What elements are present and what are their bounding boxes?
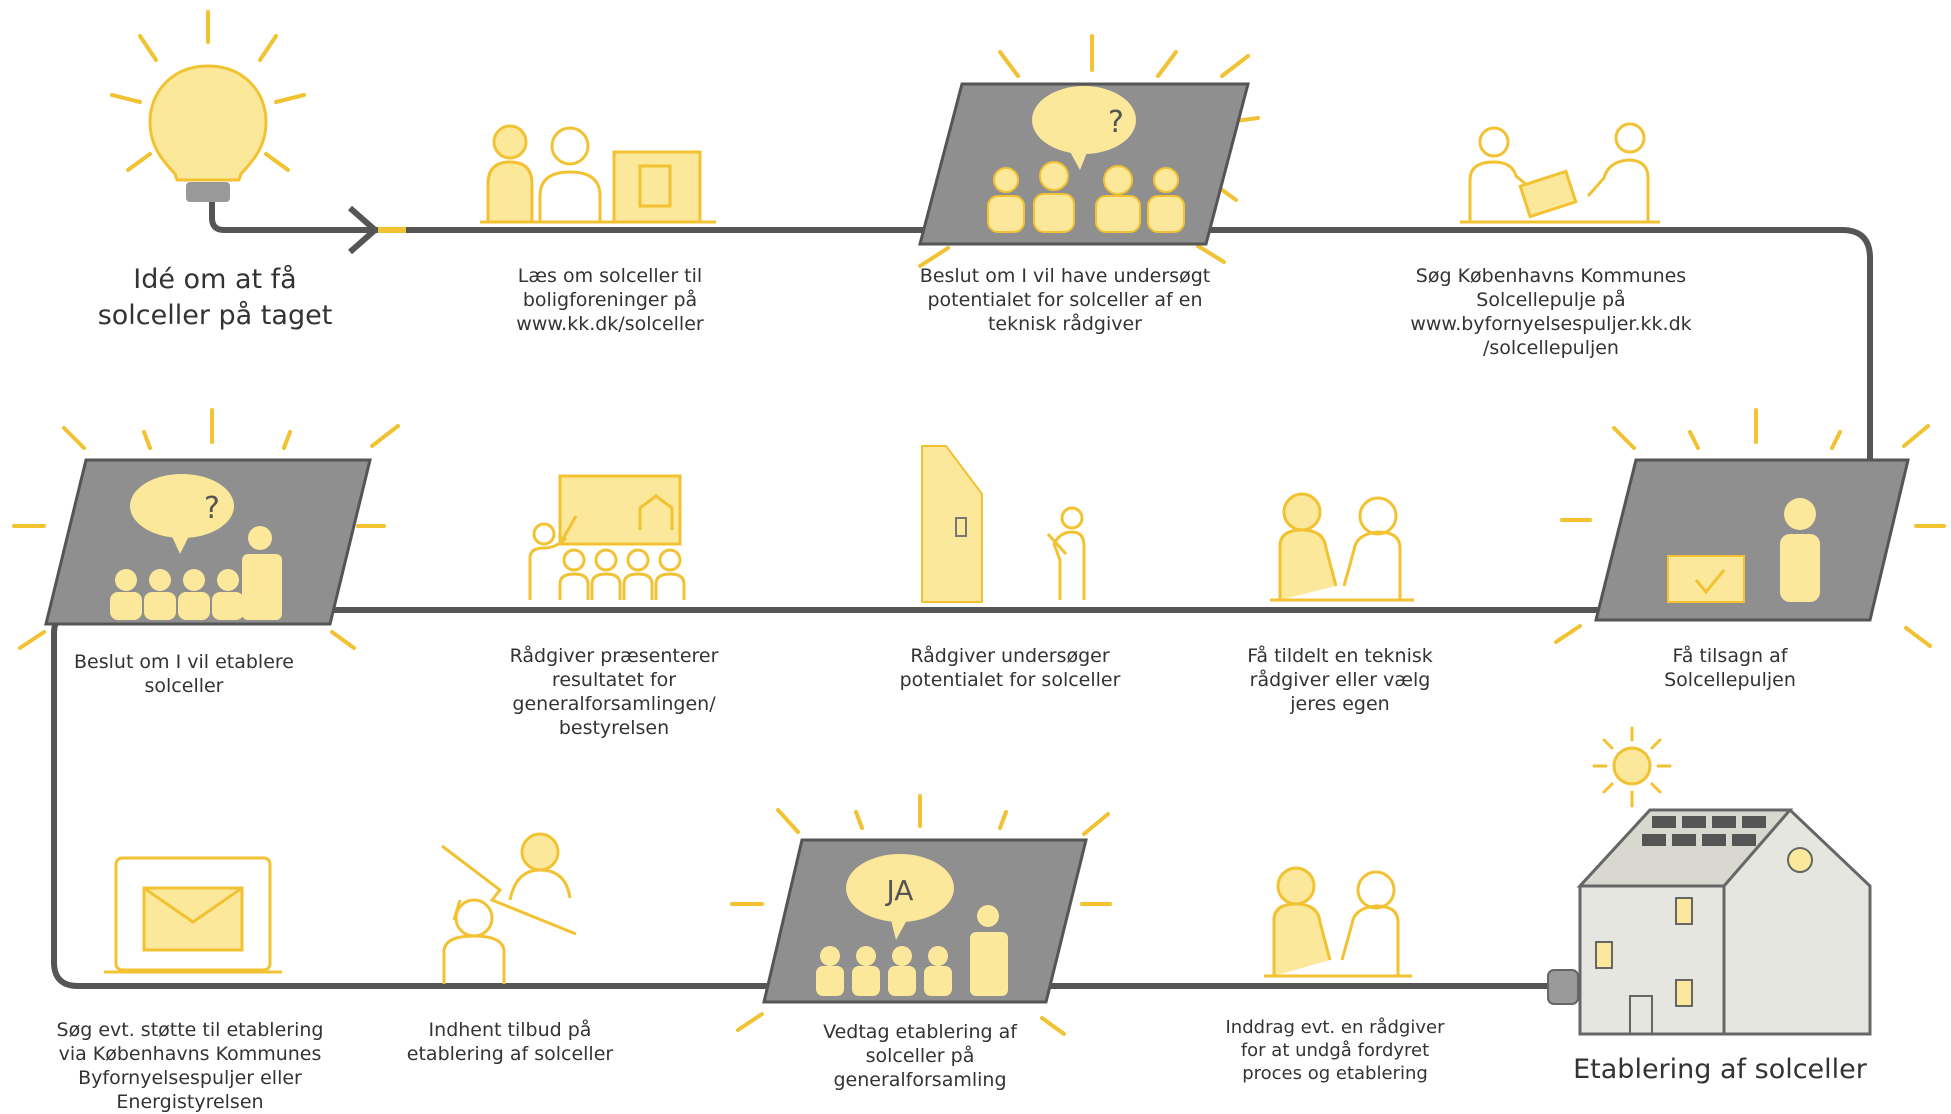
grant-panel [1554, 408, 1946, 648]
yes-bubble-text: JA [885, 874, 914, 907]
meeting-panel: ? [918, 34, 1260, 268]
offer-lightning-icon [441, 832, 577, 984]
handshake-icon [1264, 866, 1412, 978]
step-establish-label: Etablering af solceller [1573, 1054, 1867, 1085]
question-mark: ? [1108, 105, 1124, 140]
presentation-icon [528, 474, 686, 600]
laptop-envelope-icon [104, 856, 282, 974]
reading-people-icon [480, 124, 716, 224]
sun-icon [1612, 746, 1652, 786]
solar-panels [1642, 816, 1766, 846]
house-solar-icon [1547, 726, 1872, 1036]
establish-decision-panel: ? [12, 408, 400, 650]
arrow-head-icon [348, 205, 378, 255]
envelope-handover-icon [1460, 122, 1660, 224]
question-mark: ? [204, 491, 220, 526]
adopt-panel: JA [730, 794, 1112, 1036]
light-bulb-icon [110, 10, 306, 202]
handshake-icon [1270, 492, 1414, 602]
building-inspection-icon [921, 445, 1086, 603]
